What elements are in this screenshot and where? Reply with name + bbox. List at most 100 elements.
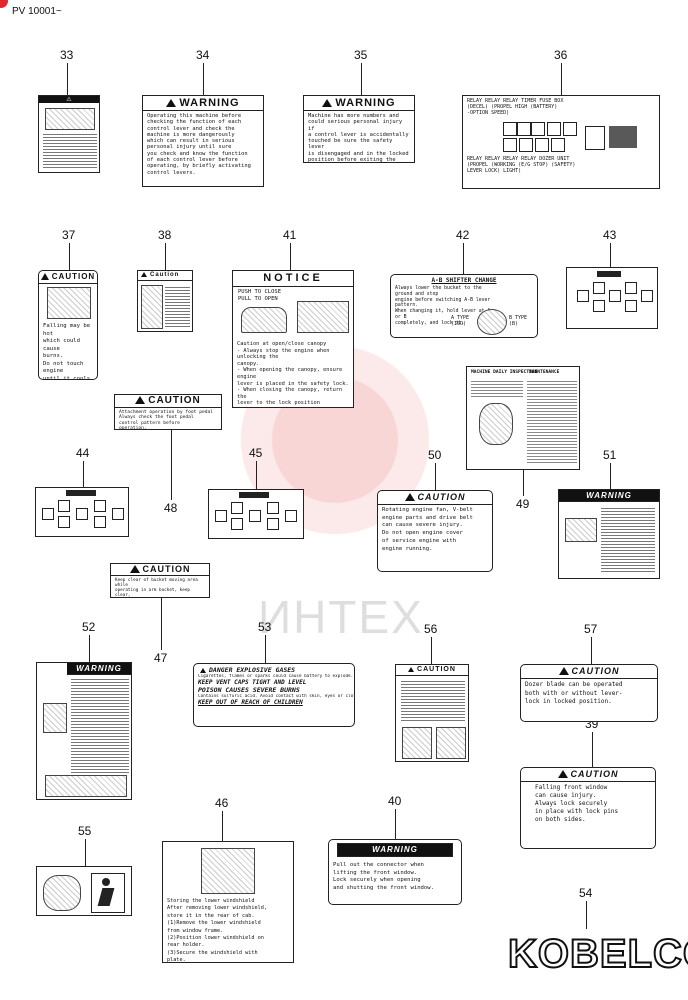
label-56: CAUTION	[395, 664, 469, 762]
label-35-body: Machine has more numbers and could serio…	[308, 113, 409, 163]
leader-line	[83, 461, 84, 487]
pictogram-row-icon	[45, 775, 127, 797]
fine-print-block	[71, 677, 129, 773]
a-type-label: A TYPE (ISO)	[451, 315, 470, 327]
leader-line	[395, 809, 396, 839]
label-42-body: Always lower the bucket to the ground an…	[395, 286, 491, 326]
b-type-label: B TYPE (B)	[509, 315, 528, 327]
diagram-node-icon	[267, 502, 279, 514]
label-38: Caution	[137, 270, 193, 332]
leader-line	[290, 243, 291, 270]
leader-line	[610, 243, 611, 267]
callout-55: 55	[78, 824, 92, 838]
pull-text: PULL TO OPEN	[238, 296, 278, 302]
header-text: WARNING	[76, 664, 122, 673]
caution-triangle-icon	[557, 770, 568, 778]
label-46-body: Storing the lower windshield After remov…	[167, 898, 267, 963]
header-text: CAUTION	[142, 564, 191, 574]
diagram-node-icon	[58, 500, 70, 512]
label-40-body: Pull out the connector when lifting the …	[333, 862, 435, 891]
label-34-header: WARNING	[143, 96, 263, 111]
callout-53: 53	[258, 620, 272, 634]
callout-38: 38	[158, 228, 172, 242]
hammer-hand-pictogram-icon	[43, 875, 81, 911]
diagram-node-icon	[231, 502, 243, 514]
label-51-header: WARNING	[559, 490, 659, 502]
hand-hazard-pictogram-icon	[565, 518, 597, 542]
label-36-bottom: RELAY RELAY RELAY RELAY DOZER UNIT (PROP…	[467, 156, 576, 174]
label-56-header: CAUTION	[396, 665, 468, 676]
relay-icon	[503, 138, 517, 152]
diagram-node-icon	[249, 510, 261, 522]
leader-line	[435, 463, 436, 490]
person-head-icon	[102, 878, 110, 886]
lever-pattern-pictogram-icon	[477, 309, 507, 335]
header-text: CAUTION	[51, 272, 96, 281]
fine-print-block	[43, 132, 97, 168]
relay-icon	[531, 122, 545, 136]
caution-triangle-icon	[141, 272, 147, 277]
label-57-header: CAUTION	[521, 665, 657, 679]
label-41-header: NOTICE	[233, 271, 353, 287]
label-39: CAUTION Falling front window can cause i…	[520, 767, 656, 849]
leader-line	[361, 63, 362, 95]
label-47-header: CAUTION	[111, 564, 209, 576]
caution-triangle-icon	[408, 667, 415, 672]
callout-52: 52	[82, 620, 96, 634]
inspection-title: MACHINE DAILY INSPECTION	[471, 370, 538, 375]
label-52-header: WARNING	[67, 663, 131, 675]
label-57: CAUTION Dozer blade can be operated both…	[520, 664, 658, 722]
leader-line	[89, 635, 90, 662]
diagram-node-icon	[593, 300, 605, 312]
label-35-header: WARNING	[304, 96, 414, 111]
label-51: WARNING	[558, 489, 660, 579]
header-text: CAUTION	[417, 666, 456, 673]
callout-45: 45	[249, 446, 263, 460]
leader-line	[561, 63, 562, 95]
callout-34: 34	[196, 48, 210, 62]
label-45-lever-pattern	[208, 489, 304, 539]
label-43-lever-pattern	[566, 267, 658, 329]
label-40: WARNING Pull out the connector when lift…	[328, 839, 462, 905]
leader-line	[165, 243, 166, 270]
leader-line	[586, 901, 587, 929]
header-text: CAUTION	[417, 492, 466, 502]
callout-57: 57	[584, 622, 598, 636]
label-46: Storing the lower windshield After remov…	[162, 841, 294, 963]
diagram-node-icon	[267, 518, 279, 530]
caution-triangle-icon	[40, 273, 49, 280]
header-strip	[66, 490, 96, 496]
serial-range: PV 10001~	[12, 6, 62, 17]
label-47-body: Keep clear of bucket moving area while o…	[115, 578, 198, 598]
label-41-body: Caution at open/close canopy - Always st…	[237, 341, 349, 407]
leader-line	[463, 243, 464, 274]
header-text: WARNING	[372, 845, 418, 854]
callout-41: 41	[283, 228, 297, 242]
fine-print-block	[601, 506, 655, 574]
warning-triangle-icon	[322, 99, 333, 107]
label-36-top: RELAY RELAY RELAY TIMER FUSE BOX (DECEL)…	[467, 98, 564, 116]
label-42: A-B SHIFTER CHANGE Always lower the buck…	[390, 274, 538, 338]
callout-33: 33	[60, 48, 74, 62]
leader-line	[161, 598, 162, 650]
label-57-body: Dozer blade can be operated both with or…	[525, 681, 623, 705]
diagram-node-icon	[285, 510, 297, 522]
diagram-node-icon	[625, 282, 637, 294]
label-41-notice: NOTICE PUSH TO CLOSE PULL TO OPEN Cautio…	[232, 270, 354, 408]
leader-line	[523, 470, 524, 496]
acid-warning-text: Contains sulfuric acid. Avoid contact wi…	[198, 694, 354, 699]
diagram-node-icon	[231, 518, 243, 530]
exit-door-icon	[91, 873, 125, 913]
callout-44: 44	[76, 446, 90, 460]
fine-print-block	[527, 379, 577, 465]
header-text: WARNING	[335, 97, 396, 109]
leader-line	[85, 839, 86, 866]
leader-line	[222, 811, 223, 841]
children-text: KEEP OUT OF REACH OF CHILDREN	[198, 699, 303, 706]
gas-warning-text: Cigarettes, flames or sparks could cause…	[198, 674, 354, 679]
header-text: CAUTION	[570, 769, 619, 779]
callout-40: 40	[388, 794, 402, 808]
leader-line	[69, 243, 70, 270]
leader-line	[431, 637, 432, 664]
warning-triangle-icon	[166, 99, 177, 107]
